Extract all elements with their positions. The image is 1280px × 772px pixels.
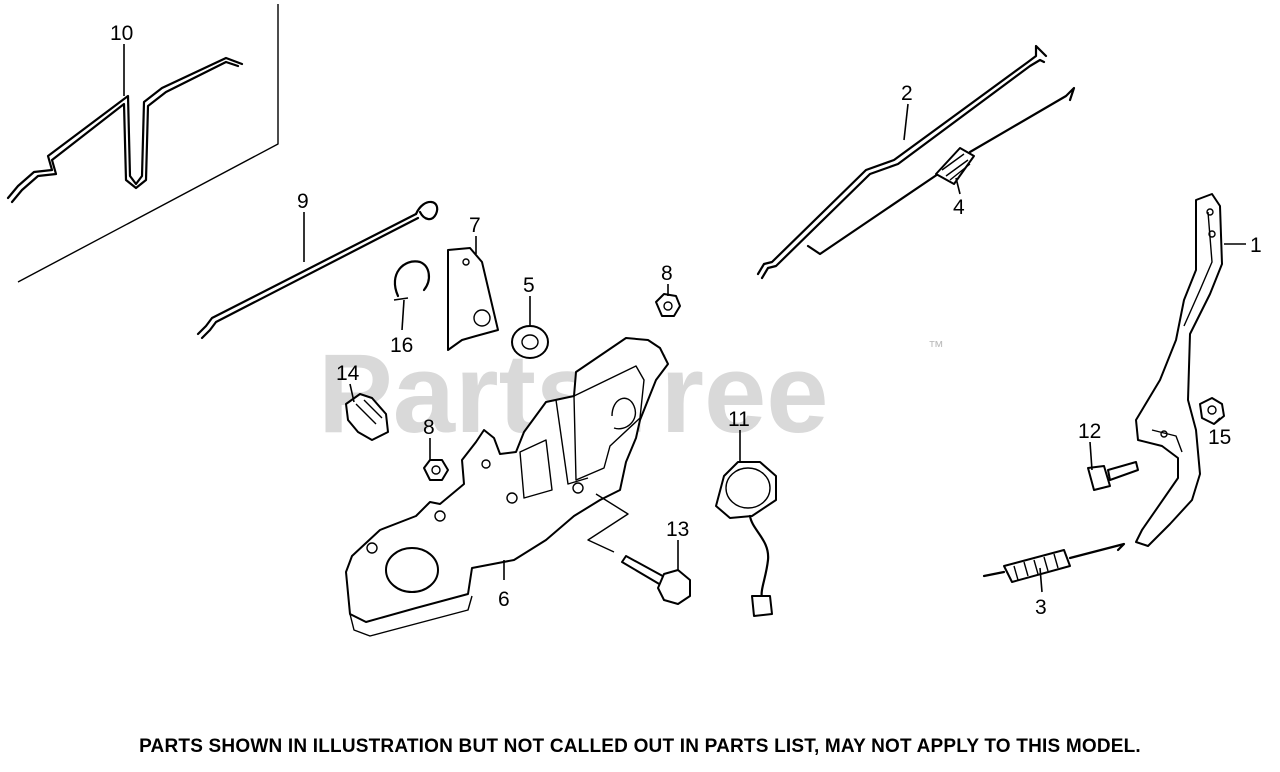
part-15-nut xyxy=(1199,397,1225,425)
part-11-switch xyxy=(715,461,777,617)
part-16-circlip xyxy=(393,260,430,301)
part-4-spring-rod xyxy=(806,86,1076,256)
part-3-spring xyxy=(982,542,1126,583)
callout-numbers: 1 2 3 4 5 6 7 8 8 9 10 11 12 13 14 15 16 xyxy=(110,22,1262,619)
part-9-governor-rod xyxy=(196,200,439,340)
callout-2: 2 xyxy=(901,82,913,105)
callout-16: 16 xyxy=(390,334,413,357)
callout-11: 11 xyxy=(728,408,750,431)
part-5-washer xyxy=(511,325,549,359)
callout-4: 4 xyxy=(953,196,965,219)
callout-8-lower: 8 xyxy=(423,416,435,439)
callout-5: 5 xyxy=(523,274,535,297)
part-10-wire-rod xyxy=(6,56,244,204)
callout-14: 14 xyxy=(336,362,360,385)
watermark-trademark: ™ xyxy=(928,339,944,356)
callout-12: 12 xyxy=(1078,420,1101,443)
disclaimer-note: PARTS SHOWN IN ILLUSTRATION BUT NOT CALL… xyxy=(139,736,1141,757)
callout-1: 1 xyxy=(1250,234,1262,257)
callout-13: 13 xyxy=(666,518,689,541)
part-6-base-plate xyxy=(345,337,669,637)
part-8-nut-lower xyxy=(423,459,449,481)
callout-6: 6 xyxy=(498,588,510,611)
callout-7: 7 xyxy=(469,214,481,237)
part-7-bracket xyxy=(447,247,499,351)
part-13-bolt xyxy=(621,555,691,605)
callout-15: 15 xyxy=(1208,426,1231,449)
part-12-screw xyxy=(1087,461,1139,491)
part-1-control-lever xyxy=(1135,193,1223,547)
callout-9: 9 xyxy=(297,190,309,213)
leader-lines xyxy=(123,44,1246,593)
callout-8-upper: 8 xyxy=(661,262,673,285)
inset-border xyxy=(17,4,279,283)
part-2-throttle-rod xyxy=(756,44,1048,280)
part-14-clip xyxy=(345,393,389,441)
bolt-leader xyxy=(587,493,629,553)
part-8-nut-upper xyxy=(655,293,681,317)
callout-3: 3 xyxy=(1035,596,1047,619)
callout-10: 10 xyxy=(110,22,133,45)
